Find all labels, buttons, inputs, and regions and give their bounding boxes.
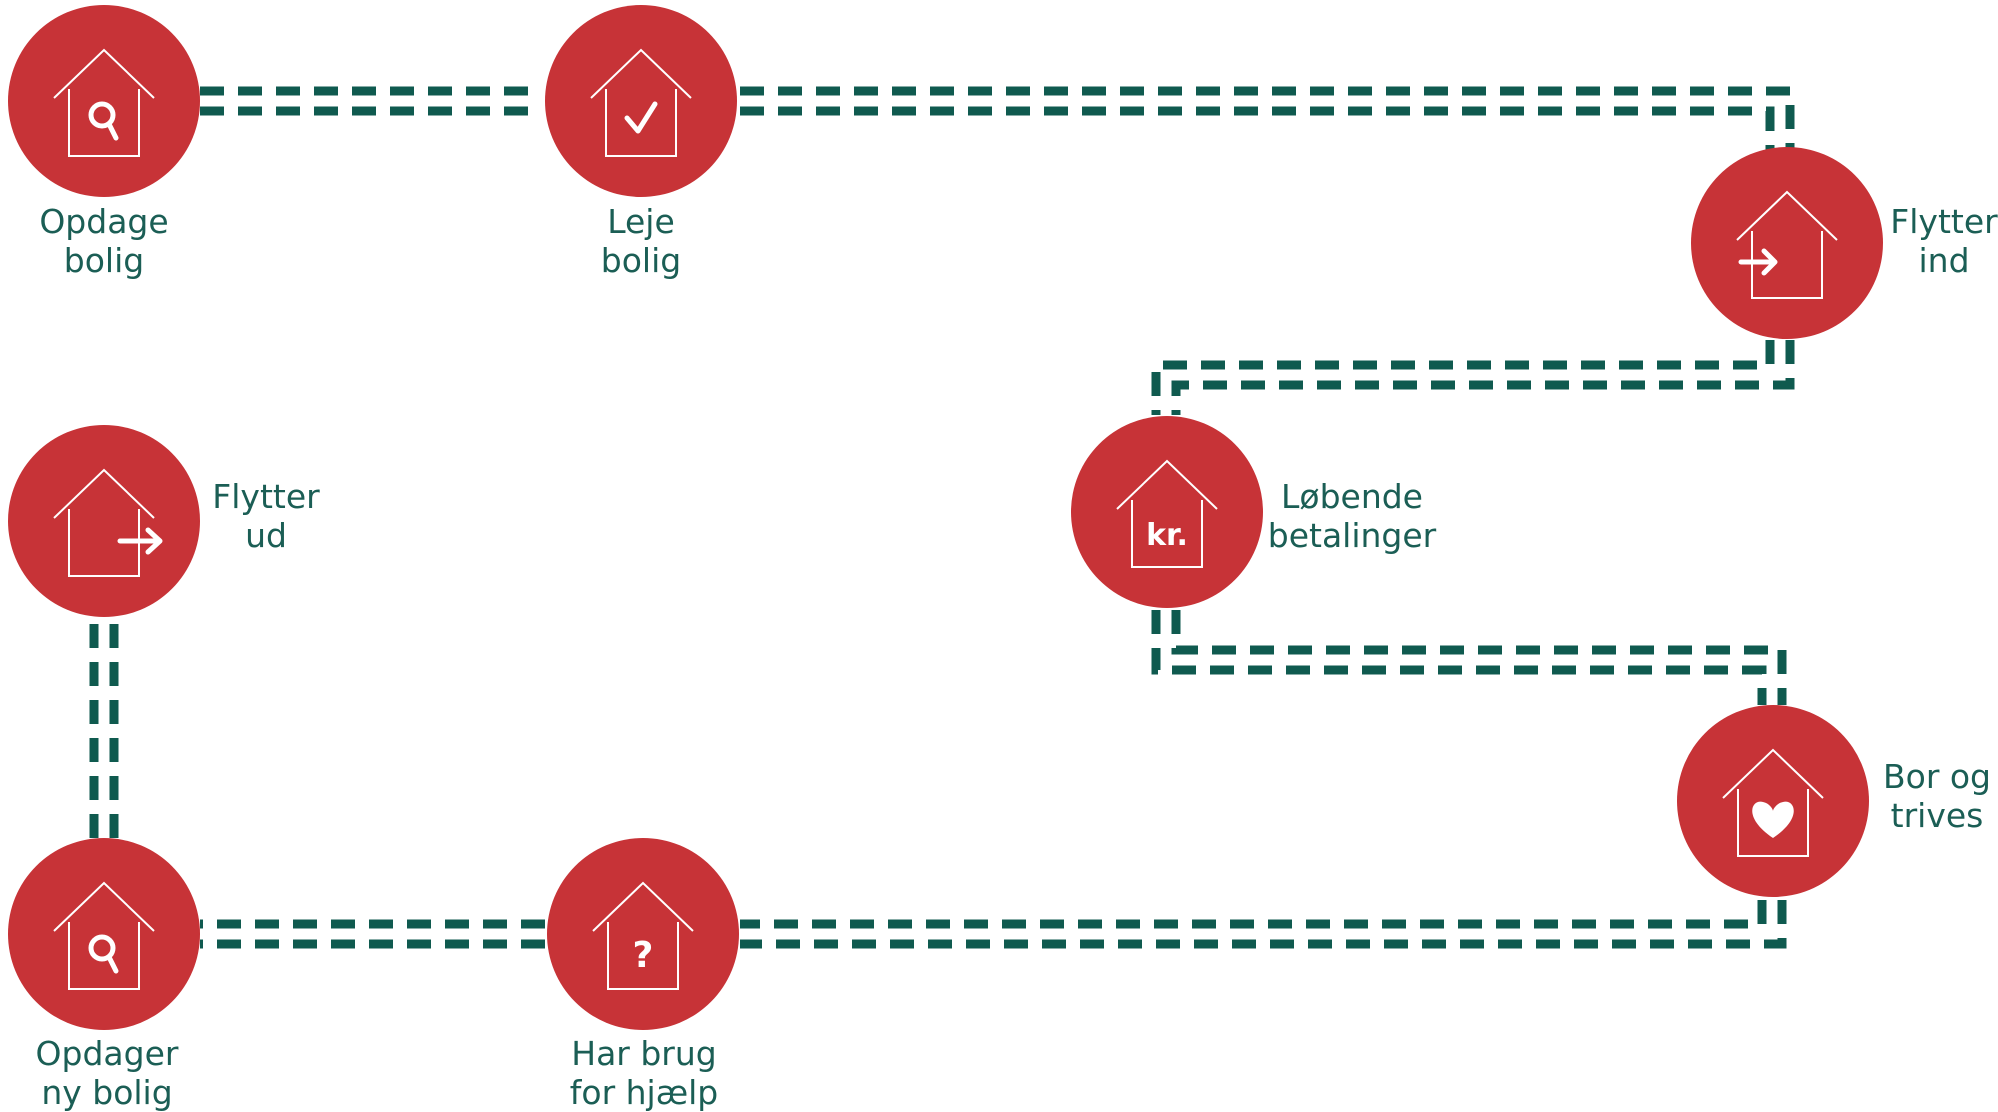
step-label-leje-bolig: Leje bolig — [601, 202, 681, 280]
step-label-line2: ind — [1918, 241, 1970, 280]
step-circle — [1071, 416, 1263, 608]
house-outline — [1116, 459, 1218, 568]
step-label-line2: trives — [1890, 796, 1984, 835]
step-label-line1: Flytter — [1890, 202, 1998, 241]
step-label-flytter-ud: Flytter ud — [212, 477, 319, 555]
step-label-line1: Løbende — [1280, 477, 1423, 516]
step-circle — [1677, 705, 1869, 897]
step-label-har-brug-for-hjaelp: Har brug for hjælp — [570, 1034, 718, 1112]
step-label-flytter-ind: Flytter ind — [1890, 202, 1997, 280]
step-label-line1: Opdager — [35, 1034, 179, 1073]
connector-bor-har-brug — [740, 900, 1787, 949]
step-label-line1: Flytter — [212, 477, 320, 516]
step-node-leje-bolig — [545, 5, 737, 197]
step-node-har-brug-for-hjaelp: ? — [547, 838, 739, 1030]
step-label-line2: for hjælp — [569, 1073, 719, 1112]
connector-dash-line — [740, 900, 1787, 949]
house-magnifier-icon — [88, 101, 119, 141]
icon-glyph: kr. — [1146, 518, 1188, 553]
step-label-opdager-ny-bolig: Opdager ny bolig — [36, 1034, 179, 1112]
step-node-lobende-betalinger: kr. — [1071, 416, 1263, 608]
house-outline — [53, 881, 155, 990]
house-checkmark-icon — [624, 101, 658, 134]
step-label-line2: ny bolig — [41, 1073, 173, 1112]
connector-dash-line — [740, 106, 1775, 150]
connector-lobende-bor — [1151, 610, 1787, 705]
step-node-opdage-bolig — [8, 5, 200, 197]
house-outline — [1722, 748, 1824, 857]
icon-glyph: ? — [633, 935, 654, 976]
house-kr-icon: kr. — [1146, 518, 1188, 553]
step-label-opdage-bolig: Opdage bolig — [39, 202, 168, 280]
step-node-flytter-ud — [8, 425, 200, 617]
house-outline — [592, 881, 694, 990]
connector-har-brug-opdager — [200, 919, 545, 949]
step-circle — [547, 838, 739, 1030]
step-node-bor-og-trives — [1677, 705, 1869, 897]
step-label-line1: Opdage — [39, 202, 169, 241]
step-label-bor-og-trives: Bor og trives — [1883, 757, 1991, 835]
step-label-line1: Leje — [607, 202, 675, 241]
connector-dash-line — [1171, 340, 1795, 415]
connector-opdager-flytter-ud — [89, 615, 119, 838]
step-node-opdager-ny-bolig — [8, 838, 200, 1030]
connector-dash-line — [1151, 340, 1775, 415]
step-circle — [8, 838, 200, 1030]
house-outline — [590, 48, 692, 157]
step-label-line2: bolig — [600, 241, 682, 280]
journey-nodes: kr.? — [8, 5, 1883, 1030]
step-label-line1: Bor og — [1882, 757, 1992, 796]
house-magnifier-icon — [88, 934, 119, 974]
step-label-line2: bolig — [63, 241, 145, 280]
house-arrow-in-icon — [1738, 248, 1778, 276]
connector-dash-line — [740, 900, 1767, 929]
step-circle — [1691, 147, 1883, 339]
connector-dash-line — [1151, 610, 1767, 705]
step-circle — [545, 5, 737, 197]
step-label-line2: ud — [245, 516, 287, 555]
connector-opdage-leje — [200, 86, 540, 116]
connector-dash-line — [740, 86, 1795, 150]
house-arrow-out-icon — [117, 527, 163, 555]
connector-dash-line — [1171, 610, 1787, 705]
connector-flytter-ind-lobende — [1151, 340, 1795, 415]
step-node-flytter-ind — [1691, 147, 1883, 339]
house-heart-icon — [1752, 801, 1794, 838]
house-outline — [53, 48, 155, 157]
step-label-lobende-betalinger: Løbende betalinger — [1268, 477, 1436, 555]
connector-leje-flytter-ind — [740, 86, 1795, 150]
step-label-line2: betalinger — [1267, 516, 1437, 555]
journey-connectors — [89, 86, 1795, 949]
step-circle — [8, 5, 200, 197]
step-circle — [8, 425, 200, 617]
house-question-icon: ? — [633, 935, 654, 976]
step-label-line1: Har brug — [571, 1034, 717, 1073]
